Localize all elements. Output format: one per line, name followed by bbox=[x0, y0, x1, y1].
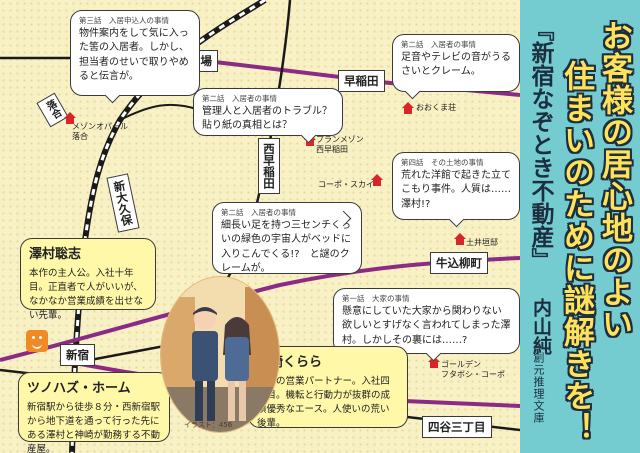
episode-text: 物件案内をして気に入った筈の入居者。しかし、担当者のせいで取りやめると伝言が。 bbox=[79, 27, 189, 83]
episode-bubble-ep2c: 第二話 入居者の事情 細長い足を持つ三センチくらいの緑色の宇宙人がベッドに入りこ… bbox=[212, 202, 362, 274]
episode-header: 第二話 入居者の事情 bbox=[202, 94, 277, 103]
episode-bubble-ep2b: 第二話 入居者の事情 管理人と入居者のトラブル？貼り紙の真相とは？ bbox=[193, 88, 343, 144]
building-label-plan-maison: プランメゾン 西早稲田 bbox=[316, 135, 364, 154]
cover-title-panel bbox=[520, 0, 640, 453]
episode-bubble-ep3: 第三話 入居申込人の事情 物件案内をして気に入った筈の入居者。しかし、担当者のせ… bbox=[70, 10, 200, 104]
book-title: 『新宿なぞとき不動産』 bbox=[527, 18, 553, 271]
author-name: 内山純 bbox=[530, 298, 552, 355]
illustration-credit: イラスト：456 bbox=[184, 421, 233, 429]
illustration-figures bbox=[161, 277, 279, 432]
catch-copy-line-1: お客様の居心地のよい bbox=[596, 20, 632, 340]
episode-header: 第二話 入居者の事情 bbox=[221, 208, 296, 217]
episode-bubble-ep2a: 第二話 入居者の事情 足音やテレビの音がうるさいとクレーム。 bbox=[392, 34, 520, 100]
building-label-golden: ゴールデン フタボシ・コーポ bbox=[441, 360, 505, 379]
character-desc: 本作の主人公。入社十年目。正直者で人がいいが、なかなか営業成績を出せない先輩。 bbox=[29, 267, 144, 322]
building-marker-doigaki bbox=[454, 233, 466, 245]
company-profile-tsunohazu-home: ツノハズ・ホーム 新宿駅から徒歩８分・西新宿駅から地下道を通って行った先にある澤… bbox=[18, 372, 170, 453]
station-waseda: 早稲田 bbox=[338, 70, 385, 92]
catch-copy-line-2: 住まいのために謎解きを！ bbox=[558, 60, 594, 444]
character-desc: 澤村の営業パートナー。入社四年目。機転と行動力が抜群の成績優秀なエース。人使いの… bbox=[257, 375, 391, 430]
black-line-branch bbox=[119, 103, 201, 121]
smile-logo-icon bbox=[26, 330, 48, 352]
station-shinjuku: 新宿 bbox=[60, 344, 95, 366]
company-desc: 新宿駅から徒歩８分・西新宿駅から地下道を通って行った先にある澤村と神崎が勤務する… bbox=[27, 401, 161, 453]
building-label-maison-opal: メゾンオパール 落合 bbox=[72, 122, 128, 141]
episode-bubble-ep1: 第一話 大家の事情 懸意にしていた大家から関わりない欲しいとすげなく言われてしま… bbox=[333, 288, 520, 362]
character-illustration bbox=[160, 276, 280, 433]
episode-text: 懸意にしていた大家から関わりない欲しいとすげなく言われてしまった澤村。しかしその… bbox=[342, 305, 511, 346]
episode-text: 足音やテレビの音がうるさいとクレーム。 bbox=[401, 51, 511, 78]
episode-text: 管理人と入居者のトラブル？貼り紙の真相とは？ bbox=[202, 105, 332, 132]
building-marker-ookuma bbox=[402, 102, 414, 114]
building-marker-corpo-sky bbox=[371, 174, 383, 186]
station-yotsuya-sanchome: 四谷三丁目 bbox=[422, 416, 492, 438]
character-name: 澤村聡志 bbox=[29, 247, 82, 262]
building-label-ookuma: おおくま荘 bbox=[416, 103, 456, 112]
company-name: ツノハズ・ホーム bbox=[27, 381, 131, 396]
building-label-corpo-sky: コーポ・スカイ bbox=[318, 180, 374, 189]
episode-text: 細長い足を持つ三センチくらいの緑色の宇宙人がベッドに入りこんでくる!? と謎のク… bbox=[221, 219, 351, 275]
publisher-label: 創元推理文庫 bbox=[532, 352, 545, 424]
station-ushigome-yanagicho: 牛込柳町 bbox=[430, 252, 488, 274]
building-label-doigaki: 土井垣邸 bbox=[466, 238, 498, 247]
episode-header: 第二話 入居者の事情 bbox=[401, 40, 476, 49]
building-marker-opal bbox=[64, 112, 76, 124]
station-nishiwaseda: 西早稲田 bbox=[258, 138, 280, 194]
episode-header: 第四話 その土地の事情 bbox=[401, 158, 484, 167]
episode-header: 第一話 大家の事情 bbox=[342, 294, 410, 303]
episode-header: 第三話 入居申込人の事情 bbox=[79, 16, 169, 25]
character-profile-sawamura: 澤村聡志 本作の主人公。入社十年目。正直者で人がいいが、なかなか営業成績を出せな… bbox=[20, 238, 156, 321]
episode-bubble-ep4: 第四話 その土地の事情 荒れた洋館で起きた立てこもり事件。人質は……澤村!? bbox=[392, 152, 520, 228]
episode-text: 荒れた洋館で起きた立てこもり事件。人質は……澤村!? bbox=[401, 169, 511, 210]
